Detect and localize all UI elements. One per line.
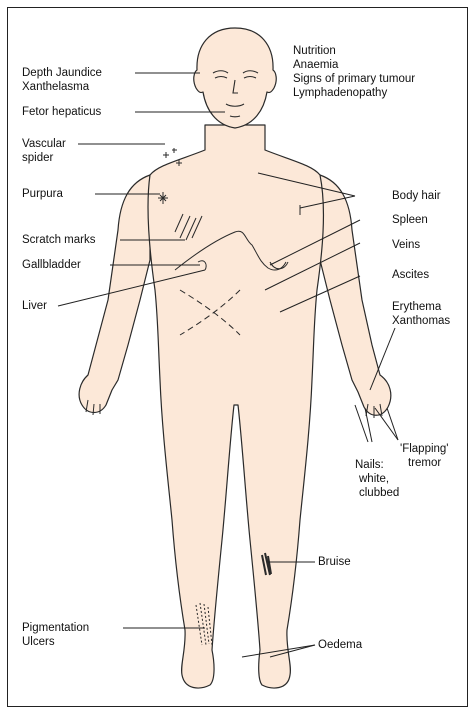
- torso-legs: [148, 125, 324, 688]
- label-depth-jaundice-xanthelasma: Depth Jaundice Xanthelasma: [22, 66, 102, 94]
- right-arm: [79, 175, 150, 413]
- label-anaemia: Anaemia: [293, 58, 415, 72]
- head: [194, 28, 276, 128]
- label-ascites: Ascites: [392, 268, 429, 282]
- label-purpura: Purpura: [22, 187, 63, 201]
- label-nails-group: Nails: white, clubbed: [355, 458, 399, 500]
- label-scratch-marks: Scratch marks: [22, 233, 96, 247]
- label-oedema: Oedema: [318, 638, 362, 652]
- label-nutrition-group: Nutrition Anaemia Signs of primary tumou…: [293, 44, 415, 100]
- label-xanthomas: Xanthomas: [392, 314, 450, 328]
- label-fetor-hepaticus: Fetor hepaticus: [22, 105, 101, 119]
- left-arm: [320, 175, 391, 415]
- label-vascular: Vascular: [22, 137, 66, 151]
- label-signs-primary-tumour: Signs of primary tumour: [293, 72, 415, 86]
- label-xanthelasma: Xanthelasma: [22, 80, 102, 94]
- label-veins: Veins: [392, 238, 420, 252]
- label-liver: Liver: [22, 299, 47, 313]
- label-tremor: tremor: [400, 456, 449, 470]
- body-figure: [79, 28, 391, 688]
- label-nutrition: Nutrition: [293, 44, 415, 58]
- label-spider: spider: [22, 151, 66, 165]
- label-clubbed: clubbed: [355, 486, 399, 500]
- label-gallbladder: Gallbladder: [22, 258, 81, 272]
- label-spleen: Spleen: [392, 213, 428, 227]
- label-vascular-spider: Vascular spider: [22, 137, 66, 165]
- label-flapping: 'Flapping': [400, 442, 449, 456]
- label-ulcers: Ulcers: [22, 635, 89, 649]
- label-lymphadenopathy: Lymphadenopathy: [293, 86, 415, 100]
- label-flapping-tremor: 'Flapping' tremor: [400, 442, 449, 470]
- label-bruise: Bruise: [318, 555, 351, 569]
- label-body-hair: Body hair: [392, 189, 441, 203]
- label-erythema: Erythema: [392, 300, 450, 314]
- label-nails: Nails:: [355, 458, 399, 472]
- label-depth-jaundice: Depth Jaundice: [22, 66, 102, 80]
- label-pigmentation: Pigmentation: [22, 621, 89, 635]
- label-erythema-xanthomas: Erythema Xanthomas: [392, 300, 450, 328]
- label-pigmentation-ulcers: Pigmentation Ulcers: [22, 621, 89, 649]
- label-white: white,: [355, 472, 399, 486]
